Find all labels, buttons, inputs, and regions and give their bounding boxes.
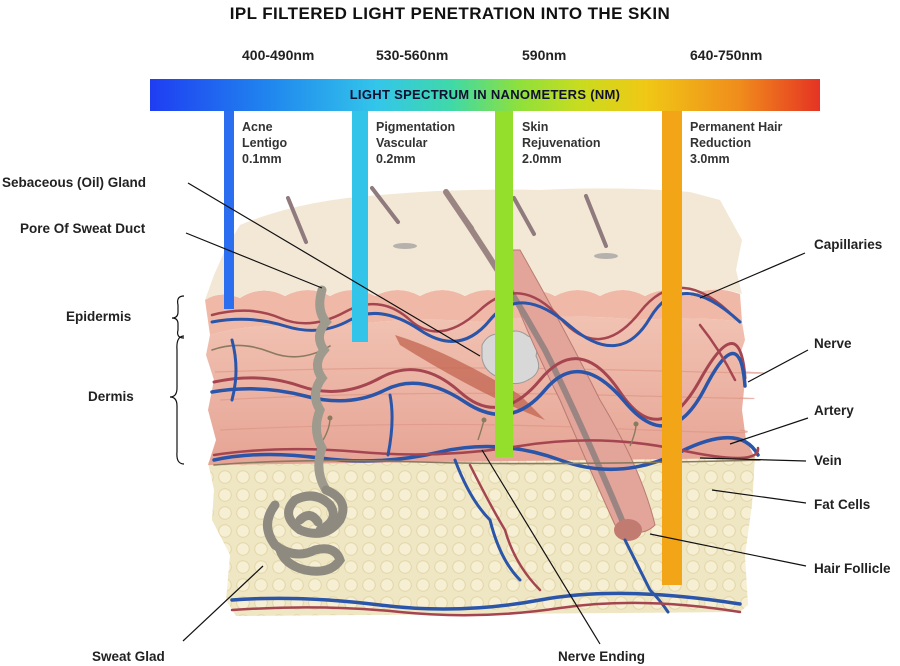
sweat-gland: [263, 485, 348, 576]
beam-400-490: [224, 111, 234, 309]
beam-desc-400-490: Acne Lentigo 0.1mm: [242, 119, 287, 167]
label-vein: Vein: [814, 453, 842, 468]
label-sebaceous-gland: Sebaceous (Oil) Gland: [2, 175, 147, 190]
range-label-590: 590nm: [522, 47, 567, 63]
beam-desc-line: Acne: [242, 120, 273, 134]
label-sweat-gland: Sweat Glad: [92, 649, 165, 664]
diagram-title: IPL FILTERED LIGHT PENETRATION INTO THE …: [229, 4, 671, 23]
label-hair-follicle: Hair Follicle: [814, 561, 891, 576]
vessel-network: [210, 286, 761, 617]
label-nerve-ending: Nerve Ending: [558, 649, 646, 664]
label-nerve: Nerve: [814, 336, 852, 351]
beam-530-560: [352, 111, 368, 342]
label-epidermis: Epidermis: [66, 309, 132, 324]
beam-desc-line: Lentigo: [242, 136, 288, 150]
epidermis-brace: [171, 295, 185, 339]
beam-desc-590: Skin Rejuvenation 2.0mm: [522, 119, 601, 167]
beam-desc-line: Vascular: [376, 136, 428, 150]
skin-surface: [205, 188, 742, 300]
beam-desc-640-750: Permanent Hair Reduction 3.0mm: [690, 119, 782, 167]
leader-lines: [182, 182, 809, 645]
beam-desc-line: Permanent Hair: [690, 120, 783, 134]
beam-desc-line: 2.0mm: [522, 152, 562, 166]
beam-desc-line: 0.2mm: [376, 152, 416, 166]
beam-desc-line: Skin: [522, 120, 549, 134]
hair-bulb: [614, 519, 642, 541]
beam-desc-line: Pigmentation: [376, 120, 456, 134]
beam-desc-line: Reduction: [690, 136, 752, 150]
beam-desc-530-560: Pigmentation Vascular 0.2mm: [376, 119, 455, 167]
label-dermis: Dermis: [88, 389, 134, 404]
beam-desc-line: 0.1mm: [242, 152, 282, 166]
label-artery: Artery: [814, 403, 854, 418]
range-label-400-490: 400-490nm: [242, 47, 315, 63]
label-capillaries: Capillaries: [814, 237, 883, 252]
beam-desc-line: Rejuvenation: [522, 136, 601, 150]
beam-590: [495, 111, 513, 457]
label-fat-cells: Fat Cells: [814, 497, 871, 512]
beam-desc-line: 3.0mm: [690, 152, 730, 166]
spectrum-title: LIGHT SPECTRUM IN NANOMETERS (NM): [349, 87, 621, 102]
hair-shaft: [443, 189, 625, 523]
dermis-brace: [169, 335, 185, 465]
beam-640-750: [662, 111, 682, 585]
spectrum-bar: [150, 79, 820, 111]
sweat-duct: [311, 285, 332, 495]
range-label-640-750: 640-750nm: [690, 47, 763, 63]
label-pore-sweat-duct: Pore Of Sweat Duct: [20, 221, 146, 236]
range-label-530-560: 530-560nm: [376, 47, 449, 63]
